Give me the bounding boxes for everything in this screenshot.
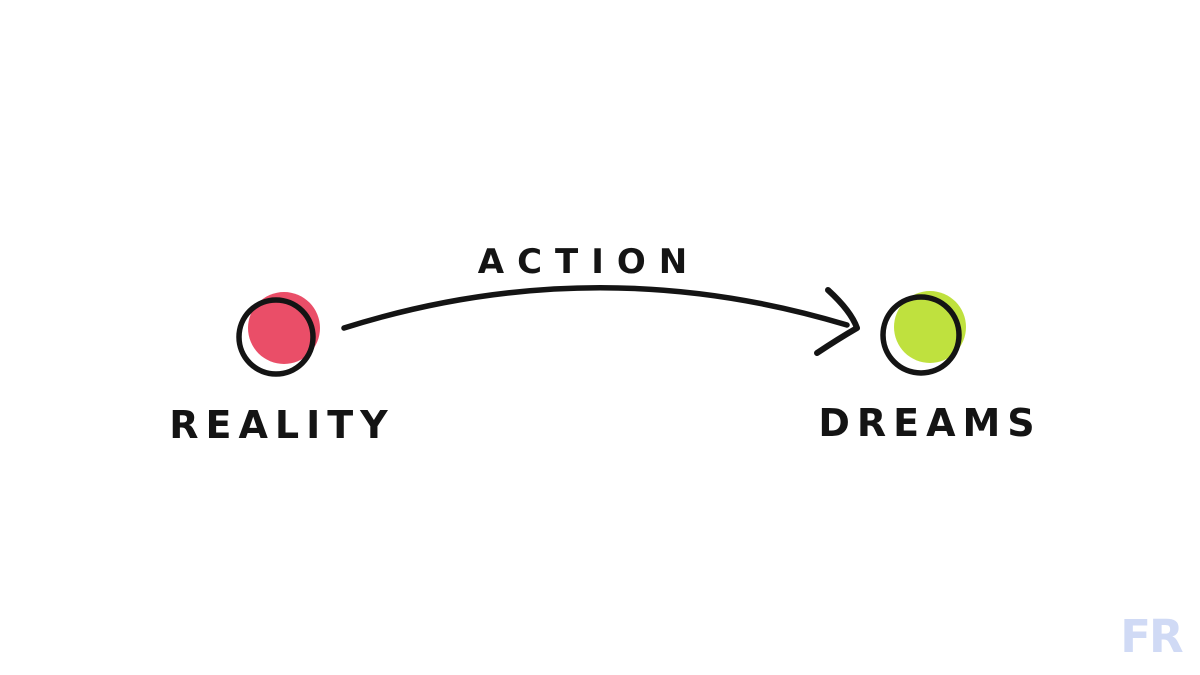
- reality-label: REALITY: [169, 403, 394, 447]
- reality-circle-outline: [236, 297, 316, 377]
- watermark-logo: FR: [1120, 610, 1183, 663]
- arrow-curve: [341, 285, 850, 331]
- node-reality: REALITY: [169, 292, 394, 447]
- action-arrow: ACTION: [341, 242, 860, 356]
- arrowhead-icon: [814, 287, 860, 356]
- action-label: ACTION: [478, 242, 700, 282]
- node-dreams: DREAMS: [818, 291, 1041, 445]
- dreams-label: DREAMS: [818, 401, 1041, 445]
- dreams-circle-outline: [880, 294, 962, 376]
